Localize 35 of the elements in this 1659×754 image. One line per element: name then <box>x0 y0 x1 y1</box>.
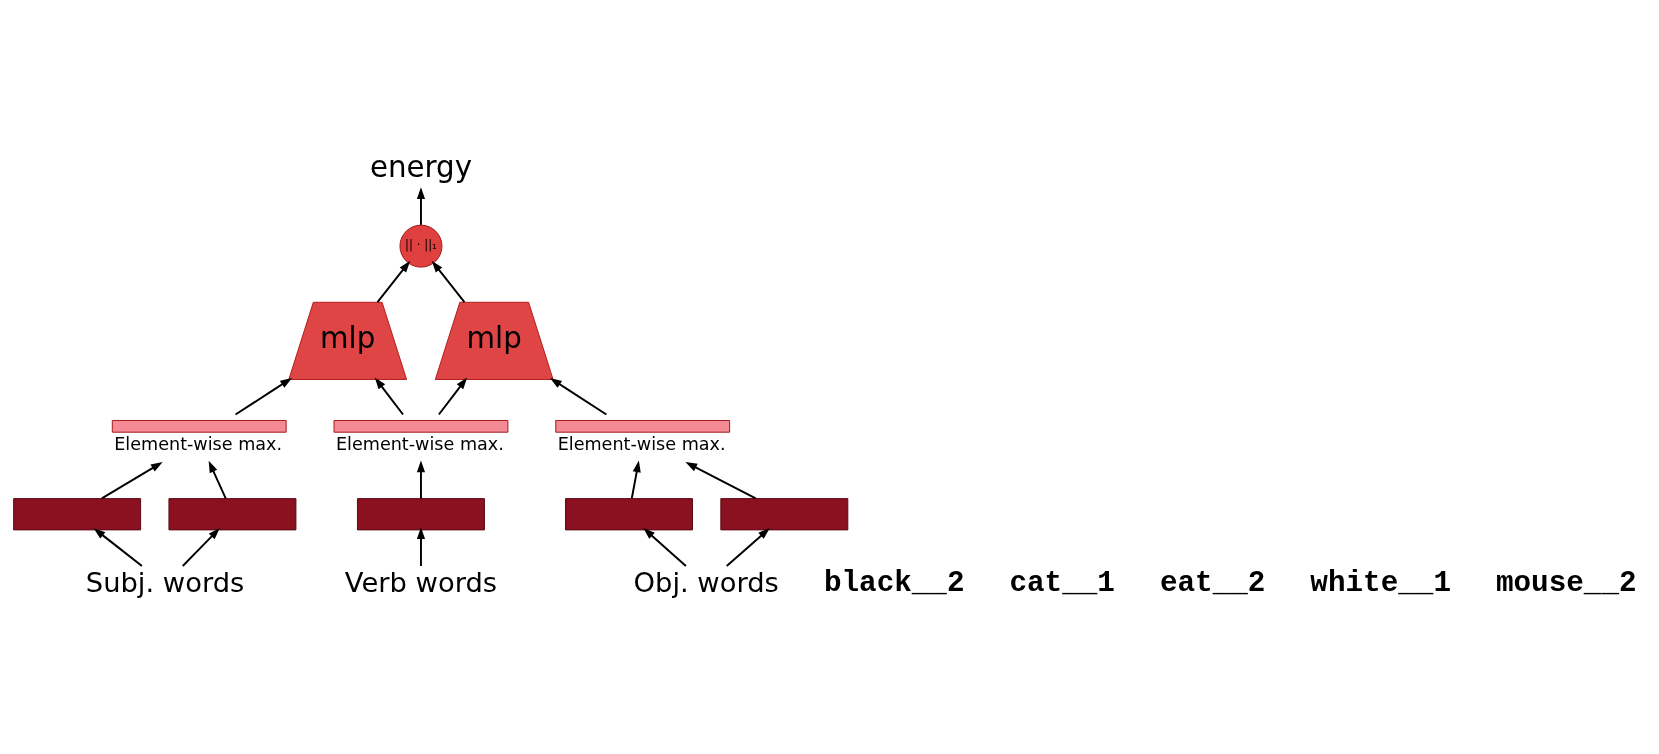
arrow <box>181 527 220 567</box>
arrow <box>416 460 426 499</box>
node-bar <box>13 497 142 530</box>
arrow <box>437 376 468 415</box>
node-label: Element-wise max. <box>335 433 504 454</box>
node-circle: || · ||₁ <box>399 224 443 268</box>
arrow <box>685 461 757 499</box>
node-text: Verb words <box>344 566 498 598</box>
arrow <box>549 377 608 415</box>
arrow <box>376 260 411 303</box>
node-text: energy <box>369 149 472 184</box>
arrow <box>234 377 292 415</box>
arrow <box>93 527 143 567</box>
arrow <box>725 527 770 567</box>
arrow <box>643 527 687 567</box>
node-label: Element-wise max. <box>114 433 283 454</box>
node-bar <box>356 497 485 530</box>
label: cat__1 <box>1009 566 1115 600</box>
arrow <box>416 526 426 567</box>
arrow <box>374 376 404 415</box>
label: white__1 <box>1310 566 1451 600</box>
arrow <box>416 186 426 226</box>
node-bar <box>565 497 693 530</box>
label: black__2 <box>823 566 965 600</box>
node-text: Obj. words <box>633 566 779 598</box>
label: mouse__2 <box>1495 566 1637 600</box>
node-bar <box>168 497 297 530</box>
arrow <box>208 460 227 499</box>
arrow <box>431 260 466 303</box>
arrow <box>100 461 163 499</box>
node-text: Subj. words <box>85 566 245 598</box>
node-label: Element-wise max. <box>557 433 726 454</box>
node-bar <box>720 497 849 530</box>
label: eat__2 <box>1159 566 1266 600</box>
arrow <box>630 460 641 499</box>
